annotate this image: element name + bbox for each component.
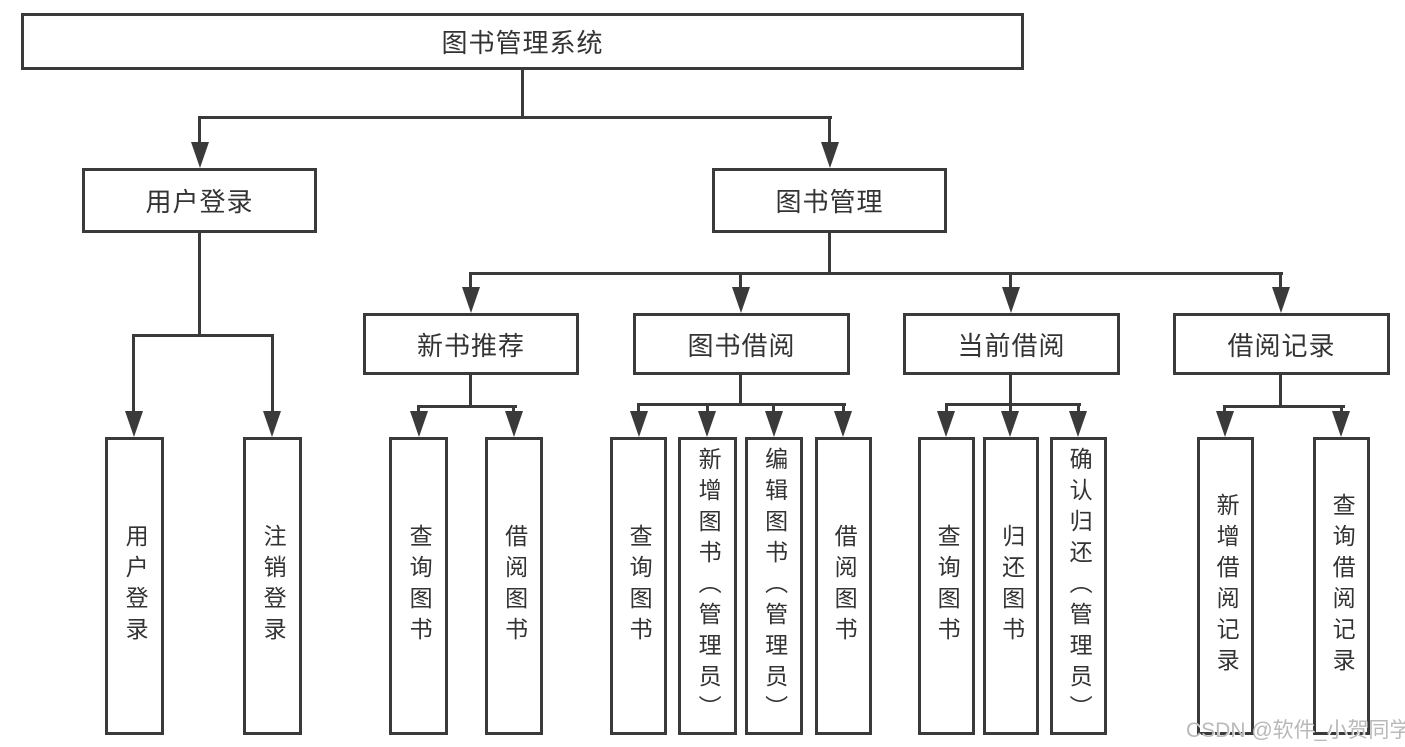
connector-user-login-down xyxy=(198,233,201,337)
arrowhead-bb-leaf2 xyxy=(698,411,716,437)
connector-new-book-stem xyxy=(469,272,472,289)
node-user-login: 用户登录 xyxy=(82,168,317,233)
connector-br-bar xyxy=(1223,405,1345,408)
connector-book-management-bar xyxy=(469,272,1283,275)
arrowhead-br-leaf1 xyxy=(1216,411,1234,437)
node-current-borrow: 当前借阅 xyxy=(903,313,1120,375)
connector-nbr-bar xyxy=(417,405,517,408)
arrowhead-bb-leaf4 xyxy=(834,411,852,437)
arrowhead-br-leaf2 xyxy=(1332,411,1350,437)
connector-br-down xyxy=(1279,375,1282,408)
connector-nbr-down xyxy=(469,375,472,408)
leaf-nbr-query-books: 查询图书 xyxy=(389,437,448,735)
connector-book-borrow-stem xyxy=(739,272,742,289)
leaf-nbr-borrow-books: 借阅图书 xyxy=(485,437,543,735)
arrowhead-cb-leaf2 xyxy=(1001,411,1019,437)
connector-bb-bar xyxy=(637,403,846,406)
arrowhead-user-login xyxy=(191,142,209,168)
connector-root-bar xyxy=(199,116,832,119)
leaf-bb-add-books-admin: 新增图书（管理员） xyxy=(678,437,737,735)
arrowhead-book-management xyxy=(821,142,839,168)
node-root: 图书管理系统 xyxy=(21,13,1024,70)
connector-root-stem xyxy=(521,69,524,118)
arrowhead-leaf-logout xyxy=(263,411,281,437)
arrowhead-cb-leaf1 xyxy=(937,411,955,437)
arrowhead-nbr-leaf1 xyxy=(410,411,428,437)
leaf-logout: 注销登录 xyxy=(243,437,302,735)
connector-bb-leaf1-stem xyxy=(637,403,640,413)
connector-borrow-records-stem xyxy=(1279,272,1282,289)
arrowhead-nbr-leaf2 xyxy=(505,411,523,437)
csdn-watermark: CSDN @软件_小贺同学 xyxy=(1186,719,1405,742)
connector-cb-down xyxy=(1009,375,1012,406)
node-book-borrow: 图书借阅 xyxy=(633,313,850,375)
leaf-bb-borrow-books: 借阅图书 xyxy=(815,437,872,735)
connector-bb-down xyxy=(739,375,742,406)
connector-user-login-stem xyxy=(198,116,201,145)
arrowhead-book-borrow xyxy=(732,287,750,313)
connector-br-leaf2-stem xyxy=(1340,405,1343,413)
arrowhead-leaf-login xyxy=(125,411,143,437)
arrowhead-bb-leaf3 xyxy=(765,411,783,437)
connector-user-login-bar xyxy=(132,334,274,337)
leaf-bb-edit-books-admin: 编辑图书（管理员） xyxy=(745,437,803,735)
leaf-br-query-record: 查询借阅记录 xyxy=(1313,437,1370,735)
node-book-management: 图书管理 xyxy=(712,168,947,233)
leaf-cb-query-books: 查询图书 xyxy=(918,437,975,735)
connector-cb-bar xyxy=(945,403,1081,406)
arrowhead-bb-leaf1 xyxy=(630,411,648,437)
connector-cb-leaf3-stem xyxy=(1077,403,1080,413)
leaf-cb-confirm-return-admin: 确认归还（管理员） xyxy=(1050,437,1107,735)
connector-current-borrow-stem xyxy=(1009,272,1012,289)
connector-cb-leaf2-stem xyxy=(1009,403,1012,413)
connector-nbr-leaf1-stem xyxy=(417,405,420,413)
connector-book-management-down xyxy=(828,233,831,275)
connector-bb-leaf3-stem xyxy=(772,403,775,413)
connector-leaf-logout-stem xyxy=(271,334,274,413)
connector-bb-leaf4-stem xyxy=(842,403,845,413)
arrowhead-borrow-records xyxy=(1272,287,1290,313)
arrowhead-new-book xyxy=(462,287,480,313)
connector-book-management-stem xyxy=(828,116,831,145)
connector-nbr-leaf2-stem xyxy=(512,405,515,413)
leaf-bb-query-books: 查询图书 xyxy=(610,437,667,735)
connector-br-leaf1-stem xyxy=(1223,405,1226,413)
arrowhead-cb-leaf3 xyxy=(1069,411,1087,437)
arrowhead-current-borrow xyxy=(1002,287,1020,313)
connector-bb-leaf2-stem xyxy=(706,403,709,413)
leaf-cb-return-books: 归还图书 xyxy=(983,437,1039,735)
connector-cb-leaf1-stem xyxy=(945,403,948,413)
connector-leaf-login-stem xyxy=(132,334,135,413)
leaf-br-add-record: 新增借阅记录 xyxy=(1197,437,1254,735)
leaf-user-login: 用户登录 xyxy=(105,437,164,735)
node-borrow-records: 借阅记录 xyxy=(1173,313,1390,375)
node-new-book-recommend: 新书推荐 xyxy=(363,313,579,375)
